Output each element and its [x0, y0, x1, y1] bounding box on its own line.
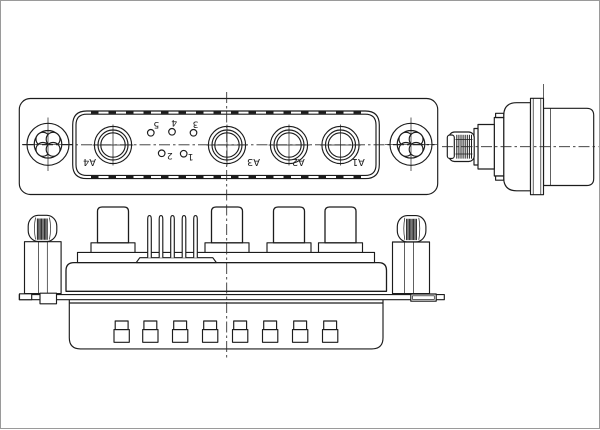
signal-contact-holes	[146, 127, 198, 158]
signal-contact-label: 5	[153, 119, 159, 130]
mounting-hole-left	[22, 117, 74, 171]
side-flange-plate	[529, 97, 545, 196]
body-outline	[65, 261, 388, 292]
cross-recess-icon	[396, 130, 426, 159]
power-contact-label: A2	[292, 156, 305, 167]
cross-recess-icon	[33, 130, 63, 159]
power-contact-label: A4	[83, 156, 96, 167]
solder-slots	[113, 320, 339, 343]
signal-pins	[147, 215, 198, 258]
signal-contact-label: 3	[192, 119, 198, 130]
side-step-tab-top	[495, 112, 505, 119]
front-view: 5 4 3 2 1 A4 A3 A2 A1	[18, 92, 439, 202]
power-contact-label: A1	[352, 156, 365, 167]
knurled-head-icon	[27, 214, 58, 243]
signal-contact-label: 2	[167, 150, 173, 161]
side-view	[442, 84, 599, 196]
jack-screw-right	[391, 215, 437, 302]
knurled-head-icon	[396, 215, 427, 243]
power-contact-label: A3	[247, 156, 260, 167]
side-step-tab-bottom	[495, 175, 505, 181]
rear-housing	[68, 299, 384, 350]
signal-pin-base	[135, 257, 217, 264]
flange-strip	[18, 294, 445, 301]
jack-screw-left	[18, 214, 62, 305]
bottom-view	[18, 204, 445, 361]
insulator-shelf	[76, 251, 376, 264]
mounting-hole-right	[385, 117, 437, 171]
signal-contact-label: 1	[188, 151, 194, 162]
signal-contact-label: 4	[171, 117, 177, 128]
